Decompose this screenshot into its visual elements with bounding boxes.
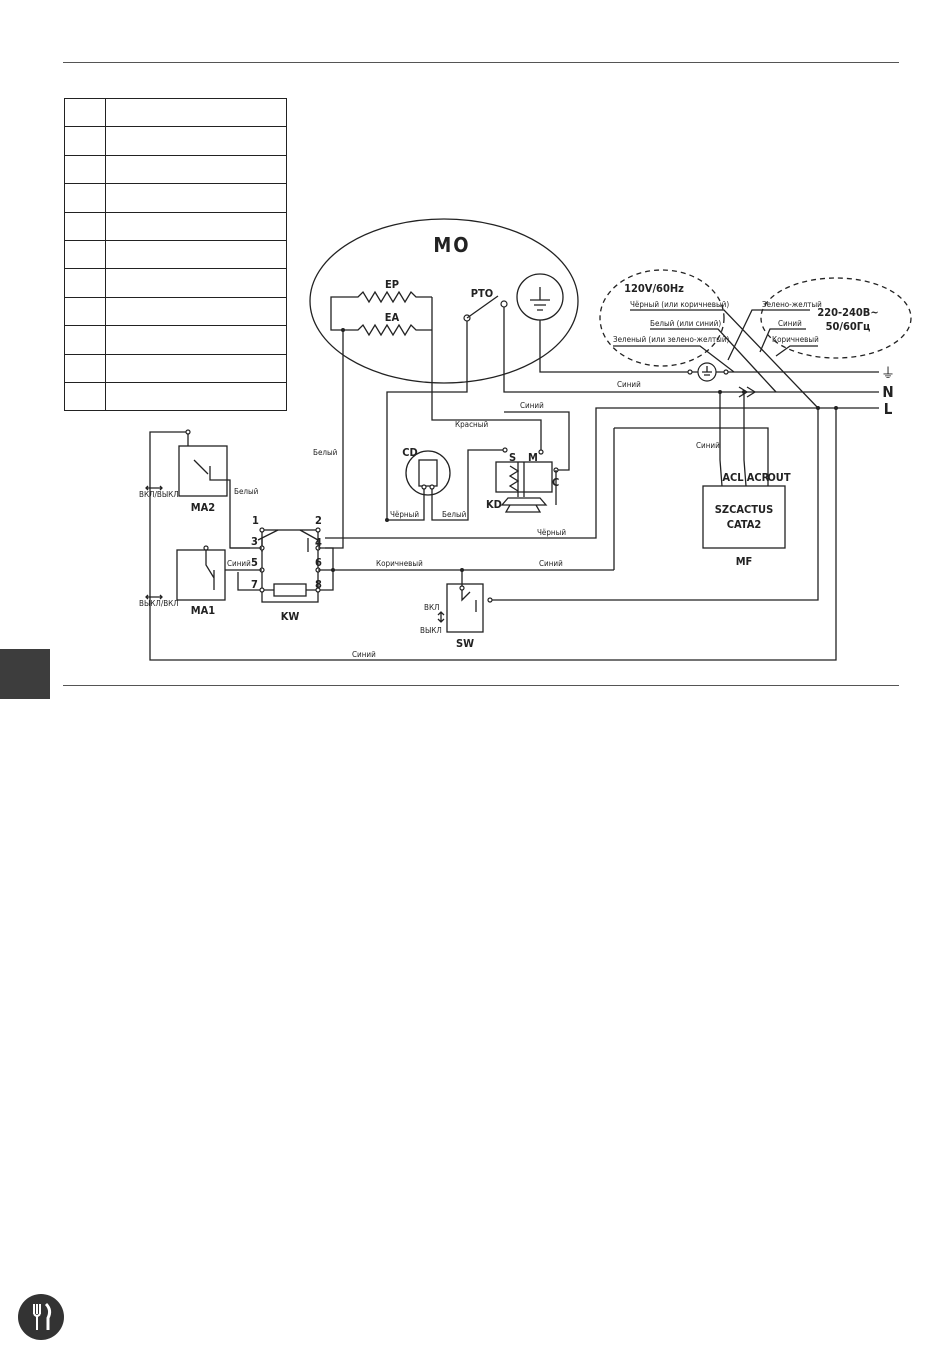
- ma1-thermostat: [176, 549, 226, 601]
- kd-s-label: S: [509, 451, 516, 464]
- legend-row: [64, 325, 287, 355]
- kw-block: [261, 529, 319, 603]
- wire-label: 2: [315, 514, 322, 527]
- wire-label: 8: [315, 578, 322, 591]
- ea-heater: [330, 312, 432, 337]
- legend-row: [64, 268, 287, 298]
- wire-label: CATA2: [727, 518, 762, 531]
- wire-label: ВЫКЛ: [420, 626, 442, 635]
- wire-label: ACR: [747, 471, 770, 484]
- legend-code-cell: [64, 353, 106, 383]
- legend-table: [64, 97, 287, 412]
- voltage-220-1: 220-240В~: [817, 306, 878, 319]
- cutlery-logo-icon: [18, 1294, 64, 1340]
- mf-label: MF: [736, 555, 753, 568]
- ep-label: EP: [385, 278, 399, 291]
- cd-capacitor: [405, 450, 451, 496]
- ea-label: EA: [385, 311, 400, 324]
- mo-enclosure: [309, 218, 579, 384]
- top-rule: [63, 62, 899, 63]
- bottom-rule: [63, 685, 899, 686]
- sw-switch: [446, 583, 484, 633]
- wire-label: ВЫКЛ/ВКЛ: [139, 599, 179, 608]
- wire-label: Синий: [778, 319, 802, 328]
- legend-row: [64, 97, 287, 128]
- line-N: N: [882, 383, 893, 401]
- section-tab: [0, 649, 50, 699]
- wire-label: Зелено-желтый: [762, 300, 822, 309]
- wire-label: 5: [251, 556, 258, 569]
- wire-label: 4: [315, 536, 322, 549]
- wire-label: ВКЛ/ВЫКЛ: [139, 490, 179, 499]
- mains-120-group: [599, 269, 725, 367]
- ep-heater: [330, 290, 432, 312]
- kd-label: KD: [486, 498, 502, 511]
- wire-label: Коричневый: [376, 559, 423, 568]
- legend-desc-cell: [105, 381, 287, 412]
- wiring-diagram: MO EP EA PTO Синий Синий Красный Белый C…: [139, 218, 912, 661]
- legend-desc-cell: [105, 268, 287, 298]
- ground-terminal: ⏚: [881, 366, 895, 382]
- wire-label: Зеленый (или зелено-желтый): [613, 335, 730, 344]
- wire-label: 6: [315, 556, 322, 569]
- legend-row: [64, 296, 287, 327]
- wire-label: Синий: [352, 650, 376, 659]
- voltage-120: 120V/60Hz: [624, 282, 684, 295]
- legend-desc-cell: [105, 325, 287, 355]
- voltage-220-2: 50/60Гц: [826, 320, 871, 333]
- legend-desc-cell: [105, 97, 287, 128]
- wire-label: Синий: [520, 401, 544, 410]
- wire-label: ВКЛ: [424, 603, 439, 612]
- wire-label: Коричневый: [772, 335, 819, 344]
- wire-label: SZCACTUS: [715, 503, 773, 516]
- legend-row: [64, 211, 287, 241]
- legend-desc-cell: [105, 211, 287, 241]
- legend-row: [64, 353, 287, 383]
- ma2-thermostat: [178, 445, 228, 497]
- wire-label: Белый: [313, 448, 338, 457]
- wire-label: 7: [251, 578, 258, 591]
- kd-m-label: M: [528, 451, 538, 464]
- sw-label: SW: [456, 637, 474, 650]
- wire-label: OUT: [767, 471, 790, 484]
- mf-module: [702, 485, 786, 549]
- legend-code-cell: [64, 325, 106, 355]
- legend-desc-cell: [105, 296, 287, 327]
- legend-row: [64, 381, 287, 412]
- wire-label: Чёрный: [537, 528, 566, 537]
- ma2-label: MA2: [191, 501, 216, 514]
- wire-label: 1: [252, 514, 259, 527]
- wire-label: Синий: [696, 441, 720, 450]
- legend-code-cell: [64, 381, 106, 412]
- wire-label: Синий: [617, 380, 641, 389]
- ma1-label: MA1: [191, 604, 216, 617]
- mo-label: MO: [433, 233, 470, 257]
- cd-label: CD: [402, 446, 417, 459]
- wire-label: 3: [251, 535, 258, 548]
- wire-label: ACL: [722, 471, 744, 484]
- wire-label: Чёрный (или коричневый): [630, 300, 729, 309]
- wire-label: Белый: [442, 510, 467, 519]
- wire-label: Синий: [227, 559, 251, 568]
- wire-label: Чёрный: [390, 510, 419, 519]
- wire-label: Синий: [539, 559, 563, 568]
- mains-220-group: [760, 277, 912, 359]
- wire-label: Красный: [455, 420, 488, 429]
- wire-label: Белый (или синий): [650, 319, 721, 328]
- wire-label: Белый: [234, 487, 259, 496]
- line-L: L: [884, 400, 893, 418]
- kw-label: KW: [281, 610, 300, 623]
- pto-label: PTO: [471, 287, 493, 300]
